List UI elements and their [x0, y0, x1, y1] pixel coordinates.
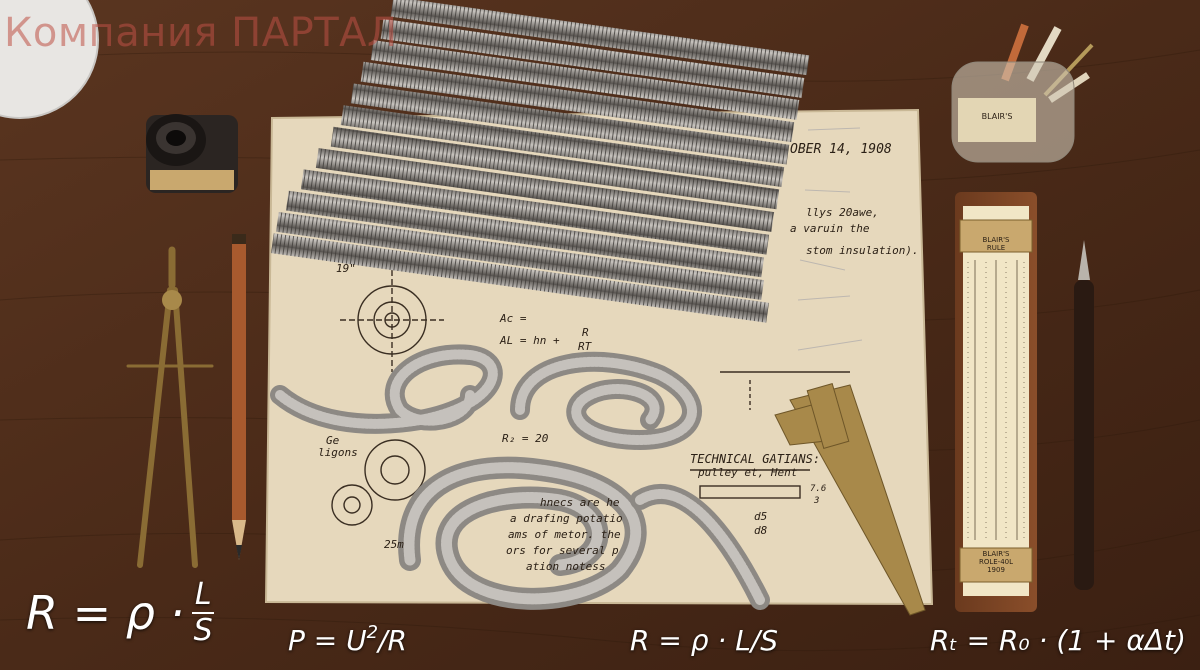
- formula-resistance-fraction: R = ρ · L S: [26, 577, 215, 648]
- formula-fraction: L S: [192, 577, 215, 648]
- paper-body-3: ams of metor. the: [508, 528, 621, 541]
- formula-main-lhs: R = ρ ·: [26, 586, 185, 640]
- ruler-bottom-brand: BLAIR'S: [982, 550, 1010, 558]
- coil-lead-wires: [797, 127, 863, 351]
- formula-power-b: /R: [378, 624, 407, 657]
- ruler-top-brand: BLAIR'S: [982, 236, 1010, 244]
- ruler-top-label: BLAIR'S RULE: [968, 236, 1024, 252]
- paper-ge: Ge: [326, 434, 340, 447]
- ruler-bottom-year: 1909: [987, 566, 1005, 574]
- paper-note-3: stom insulation).: [806, 244, 919, 257]
- brass-calipers: [774, 382, 926, 616]
- paper-eq-ac: Ac =: [500, 312, 527, 325]
- paper-eq-al: AL = hn +: [500, 334, 560, 347]
- formula-resistance: R = ρ · L/S: [630, 624, 778, 657]
- paper-ds: d5: [754, 510, 768, 523]
- ink-bottle: [146, 114, 238, 193]
- fraction-bar: [192, 612, 215, 614]
- formula-power: P = U2/R: [288, 622, 407, 657]
- company-watermark: Компания ПАРТАЛ: [4, 10, 398, 56]
- drafting-compass: [126, 246, 214, 568]
- paper-eq-r2: R₂ = 20: [502, 432, 549, 445]
- ruler-bottom-label: BLAIR'S ROLE-40L 1909: [968, 550, 1024, 574]
- formula-denominator: S: [193, 613, 213, 648]
- ruler-bottom-type: ROLE-40L: [978, 558, 1014, 566]
- paper-eq-rt: RT: [578, 340, 592, 353]
- paper-frac-bot: 3: [814, 496, 820, 506]
- formula-power-exp: 2: [366, 622, 379, 643]
- ruler-top-type: RULE: [986, 244, 1006, 252]
- paper-date: OBER 14, 1908: [790, 142, 892, 157]
- formula-temperature: Rₜ = R₀ · (1 + αΔt): [930, 624, 1186, 657]
- paper-eq-r: R: [582, 326, 589, 339]
- paper-heading: TECHNICAL GATIANS:: [690, 452, 821, 466]
- paper-note-2: a varuin the: [790, 222, 870, 235]
- pencil-jar: [951, 23, 1094, 163]
- fountain-pen: [1074, 240, 1094, 590]
- slide-rule: [955, 192, 1037, 612]
- paper-ligons: ligons: [318, 446, 358, 459]
- paper-body-5: ation notess: [526, 560, 606, 573]
- paper-dim-19: 19": [336, 262, 356, 275]
- paper-d8: d8: [754, 524, 768, 537]
- lamp-shade: [0, 0, 98, 118]
- straight-heating-coils: [271, 0, 810, 323]
- technical-drawing: [331, 270, 850, 526]
- paper-body-2: a drafing potatio: [510, 512, 623, 525]
- paper-subheading: pulley et, Hent: [698, 466, 798, 479]
- jar-label: BLAIR'S: [981, 112, 1013, 121]
- paper-note-1: llys 20awe,: [806, 206, 879, 219]
- formula-numerator: L: [194, 577, 212, 612]
- paper-frac-top: 7.6: [810, 484, 827, 494]
- formula-power-a: P = U: [288, 624, 367, 657]
- paper-dim-25: 25m: [384, 538, 404, 551]
- paper-body-1: hnecs are he: [540, 496, 620, 509]
- curled-heating-coils: [270, 344, 770, 610]
- paper-body-4: ors for several p: [506, 544, 619, 557]
- pencil: [232, 234, 246, 560]
